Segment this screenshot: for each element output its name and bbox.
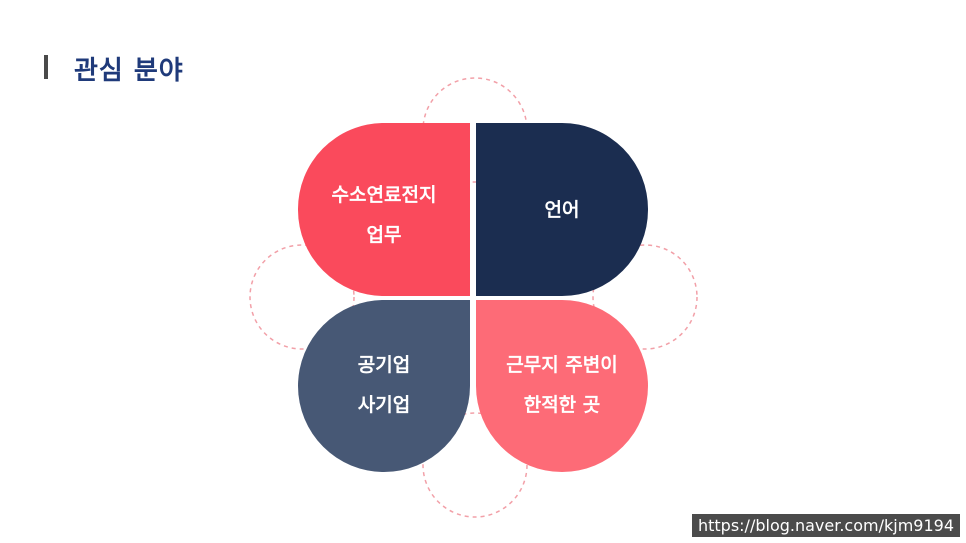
petal-top-left [297, 122, 470, 296]
petal-label-line: 업무 [366, 224, 402, 246]
dashed-circle-left [249, 244, 355, 350]
dashed-circle-bottom [422, 412, 528, 518]
petal-label-language: 언어 [476, 190, 648, 230]
petal-top-right [476, 122, 649, 296]
watermark-url: https://blog.naver.com/kjm9194 [691, 514, 960, 537]
petal-label-company: 공기업 사기업 [298, 345, 470, 425]
title-accent-bar [44, 55, 48, 79]
petal-label-workplace: 근무지 주변이 한적한 곳 [476, 345, 648, 425]
petal-label-line: 공기업 [357, 354, 411, 376]
dashed-circle-right [592, 244, 698, 350]
petal-label-hydrogen-fuel-cell: 수소연료전지 업무 [298, 175, 470, 255]
petal-label-line: 사기업 [357, 394, 411, 416]
page-title: 관심 분야 [74, 56, 184, 86]
petal-label-line: 근무지 주변이 [506, 354, 618, 376]
petal-label-line: 한적한 곳 [523, 394, 601, 416]
petal-label-line: 언어 [544, 199, 580, 221]
petal-bottom-left [298, 300, 470, 472]
petal-label-line: 수소연료전지 [331, 184, 437, 206]
petal-bottom-right [476, 300, 648, 472]
